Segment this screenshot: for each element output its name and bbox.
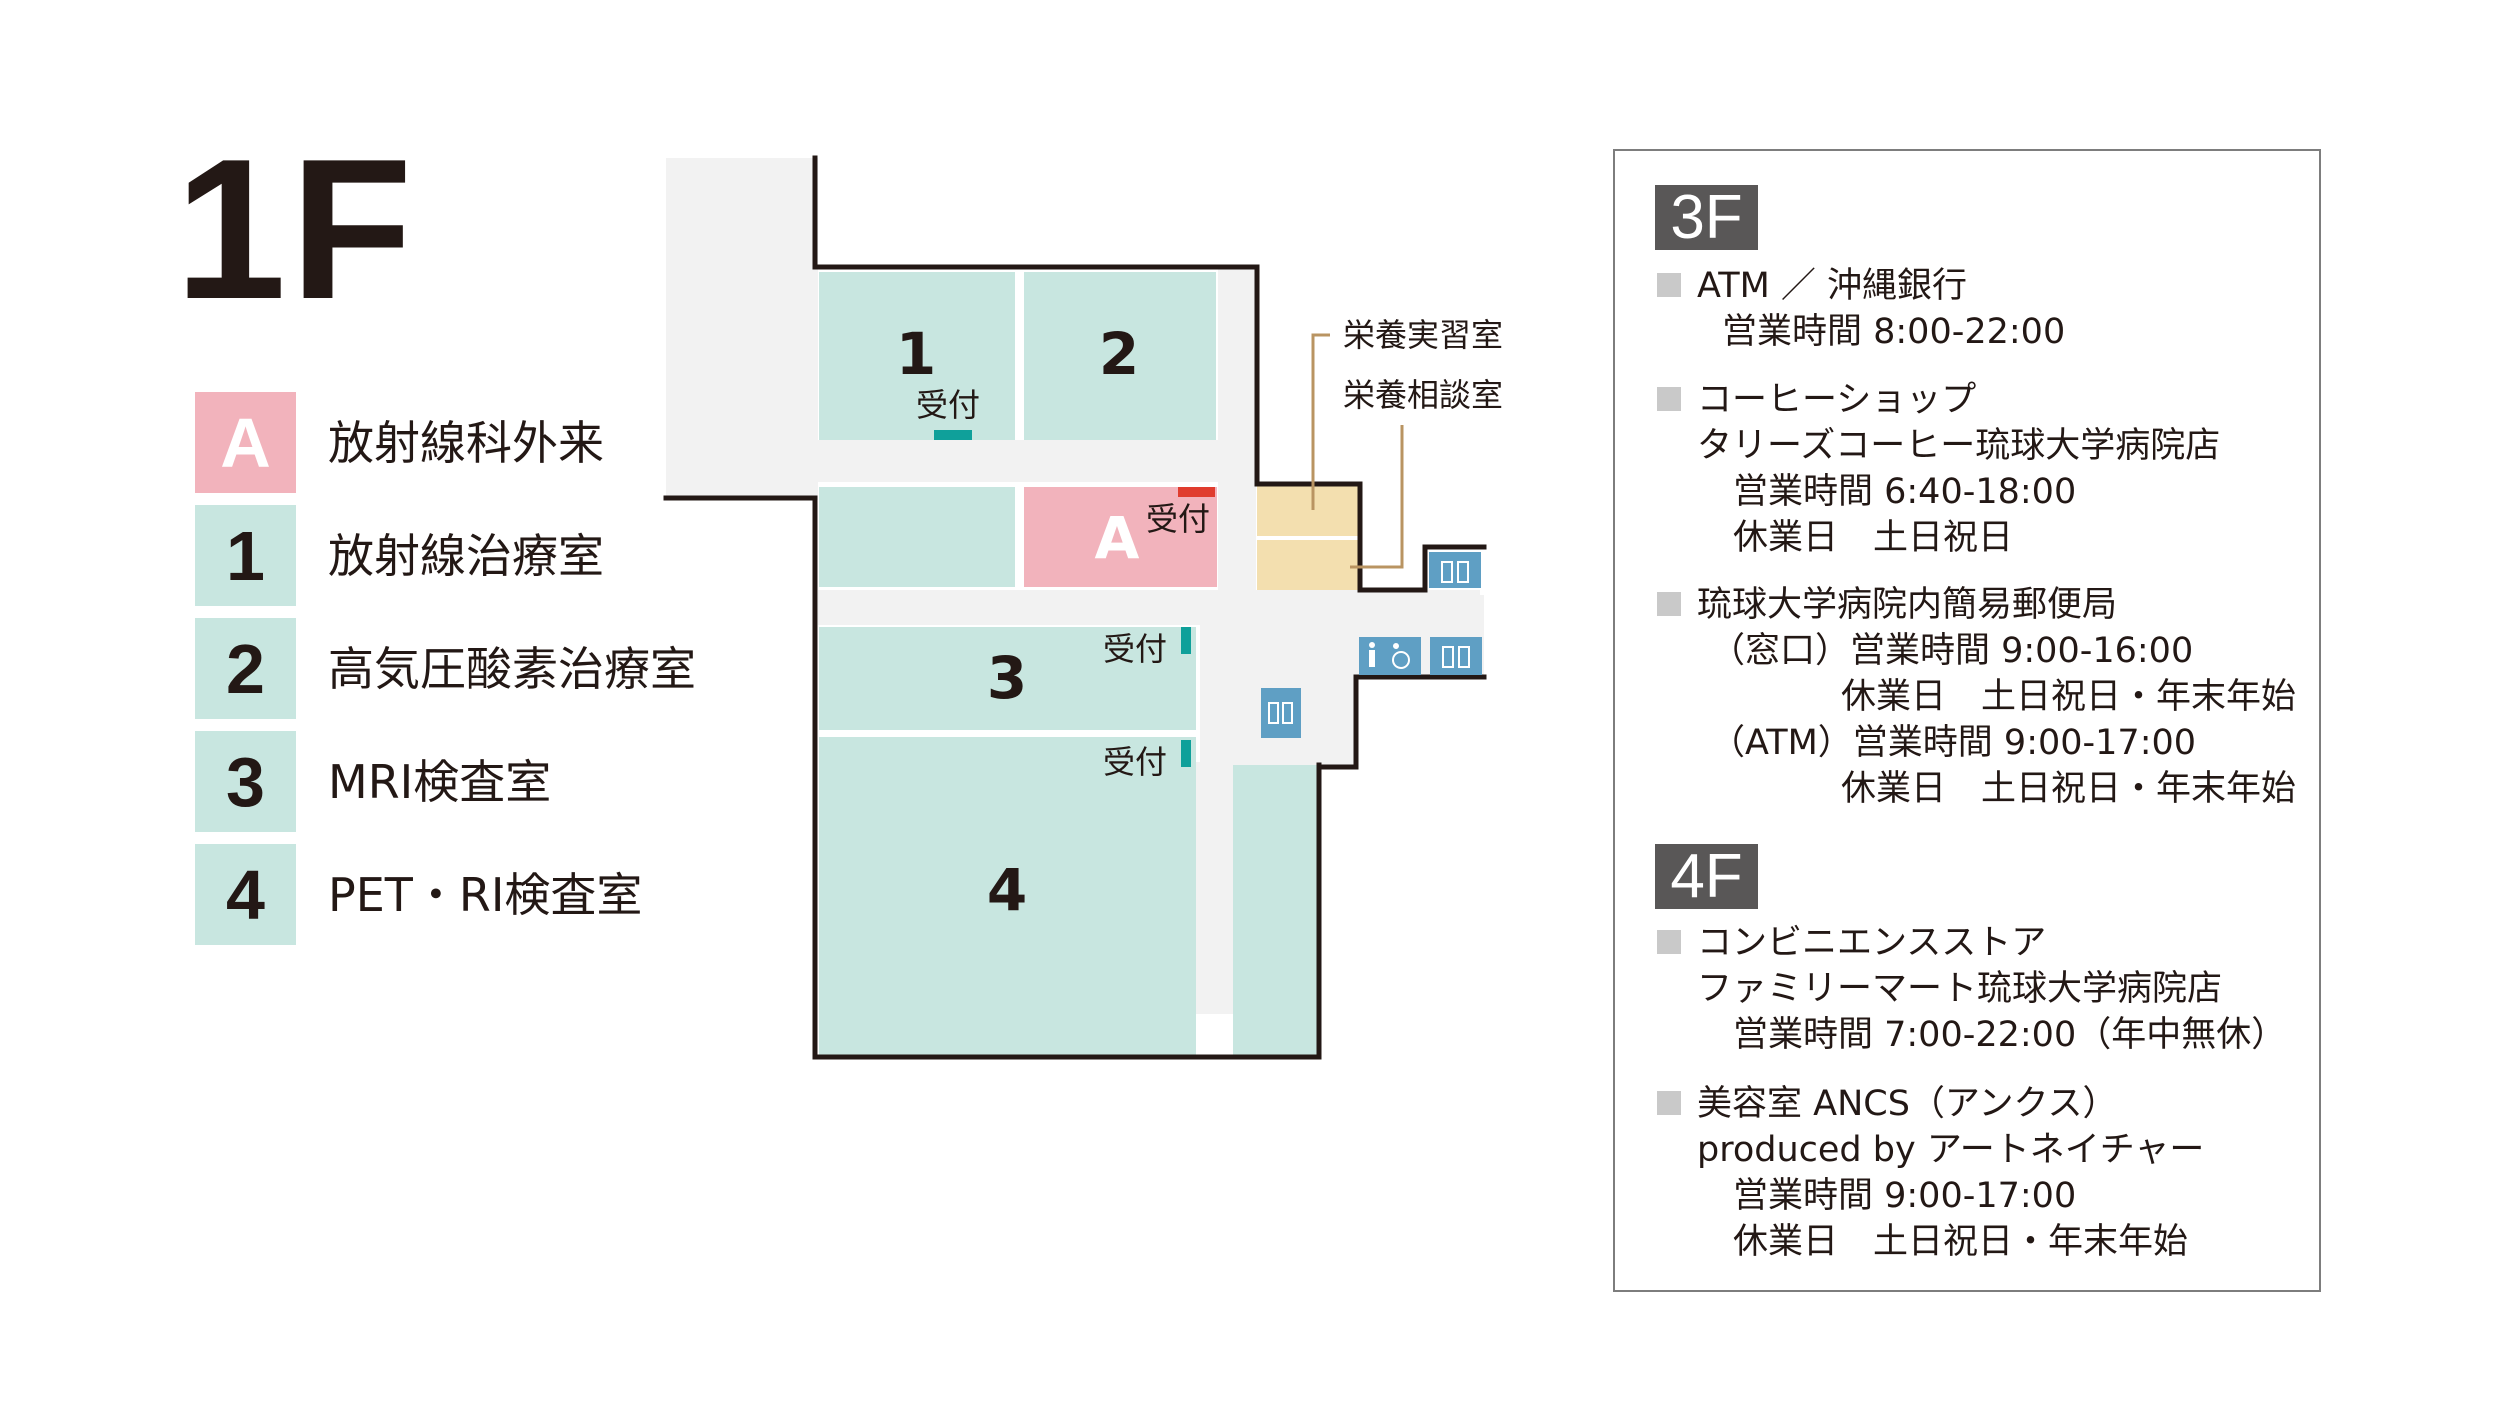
room-4	[819, 737, 1196, 1055]
room-1	[819, 272, 1015, 440]
room-4-east	[1233, 765, 1319, 1055]
elevator-icon	[1429, 552, 1481, 588]
reception-label-3: 受付	[1103, 630, 1167, 668]
floor-tag-4f: 4F	[1655, 844, 1758, 909]
room-nutrition-upper	[1257, 484, 1360, 536]
legend-badge-a: A	[195, 392, 296, 493]
room-2	[1024, 272, 1216, 440]
legend-label-3: MRI検査室	[328, 755, 552, 809]
callout-line-jisshu	[1311, 333, 1330, 510]
info-coffee: コーヒーショップ	[1697, 380, 1977, 420]
legend-label-1: 放射線治療室	[328, 529, 604, 583]
callout-label-jisshu: 栄養実習室	[1343, 316, 1503, 354]
room-2-label: 2	[1099, 320, 1139, 388]
reception-counter-a	[1178, 487, 1215, 497]
info-coffee-hours: 営業時間 6:40-18:00	[1733, 472, 2077, 512]
wall-outline-north	[812, 155, 1363, 593]
legend-badge-3: 3	[195, 731, 296, 832]
bullet-square	[1657, 592, 1681, 616]
room-a-label: A	[1095, 504, 1140, 572]
bullet-square	[1657, 1091, 1681, 1115]
floor-title: 1F	[175, 118, 417, 341]
room-1-label: 1	[896, 320, 936, 388]
room-4-label: 4	[987, 856, 1027, 924]
info-conv-hours: 営業時間 7:00-22:00（年中無休）	[1733, 1015, 2287, 1055]
legend-label-4: PET・RI検査室	[328, 868, 643, 922]
info-post-window: （窓口）営業時間 9:00-16:00	[1710, 631, 2194, 671]
info-post: 琉球大学病院内簡易郵便局	[1697, 585, 2118, 625]
room-a	[1024, 487, 1217, 587]
elevator-icon-lobby	[1261, 688, 1301, 738]
wheelchair-icon	[1392, 643, 1410, 669]
info-post-window-closed: 休業日 土日祝日・年末年始	[1841, 677, 2297, 717]
corridor-lower-right	[1190, 762, 1236, 1014]
wall-outline-west	[663, 495, 1322, 1060]
bullet-square	[1657, 273, 1681, 297]
wall-east-step	[1316, 674, 1487, 770]
room-3	[819, 627, 1196, 730]
info-conv: コンビニエンスストア	[1697, 923, 2047, 963]
info-atm: ATM ／ 沖縄銀行	[1697, 266, 1968, 306]
legend-label-a: 放射線科外来	[328, 416, 604, 470]
info-conv-name: ファミリーマート琉球大学病院店	[1697, 969, 2223, 1009]
floor-tag-3f: 3F	[1655, 185, 1758, 250]
legend-label-2: 高気圧酸素治療室	[328, 642, 696, 696]
callout-line-soudan	[1350, 425, 1404, 569]
info-panel: 3F ATM ／ 沖縄銀行 営業時間 8:00-22:00 コーヒーショップ タ…	[1613, 149, 2321, 1292]
bullet-square	[1657, 930, 1681, 954]
info-atm-hours: 営業時間 8:00-22:00	[1722, 312, 2066, 352]
corridor-upper-left	[666, 158, 818, 500]
corridor-lift-lobby	[1200, 590, 1358, 765]
info-post-atm: （ATM）営業時間 9:00-17:00	[1710, 723, 2197, 763]
restroom-icon	[1359, 637, 1421, 675]
info-salon-produced: produced by アートネイチャー	[1697, 1130, 2205, 1170]
bullet-square	[1657, 387, 1681, 411]
info-salon-hours: 営業時間 9:00-17:00	[1733, 1176, 2077, 1216]
info-coffee-name: タリーズコーヒー琉球大学病院店	[1697, 426, 2221, 466]
reception-label-4: 受付	[1103, 743, 1167, 781]
reception-counter-3	[1181, 627, 1191, 654]
room-3-label: 3	[987, 644, 1027, 712]
reception-label-1: 受付	[916, 386, 980, 424]
elevator-icon-east	[1430, 637, 1482, 675]
wall-east-top	[1357, 544, 1487, 593]
reception-label-a: 受付	[1146, 500, 1210, 538]
info-salon-closed: 休業日 土日祝日・年末年始	[1733, 1222, 2189, 1262]
room-left-mid	[819, 487, 1015, 587]
legend-badge-1: 1	[195, 505, 296, 606]
legend-badge-4: 4	[195, 844, 296, 945]
info-post-atm-closed: 休業日 土日祝日・年末年始	[1841, 769, 2297, 809]
callout-label-soudan: 栄養相談室	[1343, 376, 1503, 414]
corridor-upper-band	[818, 440, 1228, 482]
legend-badge-2: 2	[195, 618, 296, 719]
room-nutrition-lower	[1257, 540, 1360, 590]
info-salon: 美容室 ANCS（アンクス）	[1697, 1084, 2118, 1124]
info-coffee-closed: 休業日 土日祝日	[1733, 518, 2014, 558]
reception-counter-1	[934, 430, 972, 440]
reception-counter-4	[1181, 740, 1191, 767]
